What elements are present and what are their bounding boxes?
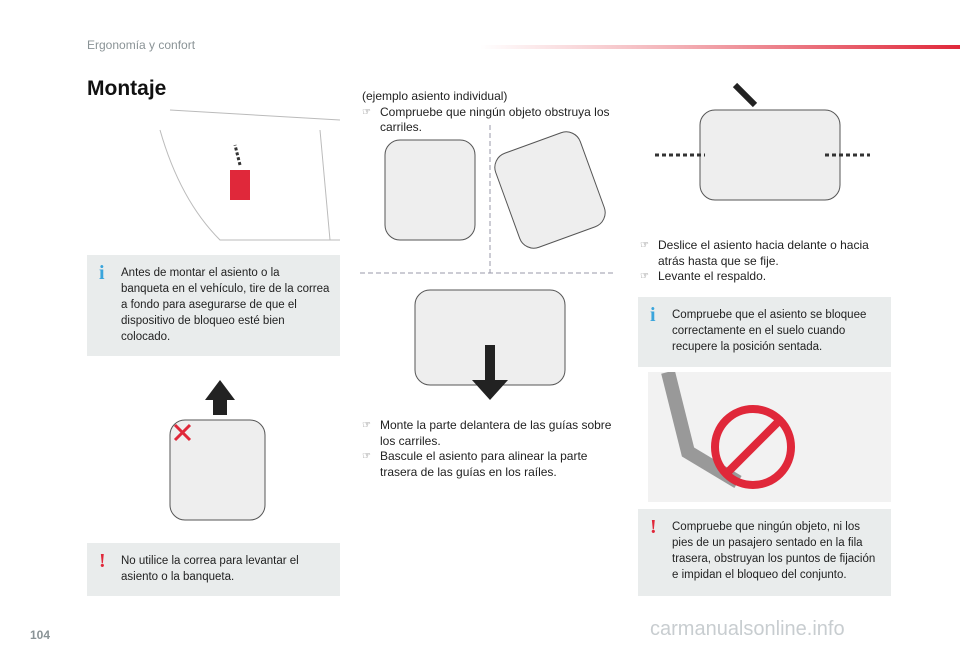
page-title: Montaje — [87, 77, 167, 100]
info-icon: i — [650, 304, 656, 326]
seat-lift-illustration — [169, 380, 266, 521]
seat-mounting-illustration — [360, 125, 615, 400]
list-item: ☞Deslice el asiento hacia delante o haci… — [640, 238, 869, 268]
watermark: carmanualsonline.info — [650, 618, 845, 640]
tilt-arrow-icon — [732, 82, 758, 108]
arrow-icon — [233, 144, 242, 166]
info-box: i Compruebe que el asiento se bloquee co… — [638, 297, 891, 367]
page-number: 104 — [30, 628, 51, 642]
info-box: i Antes de montar el asiento o la banque… — [87, 255, 340, 356]
seat-strap-illustration — [159, 109, 340, 241]
obstruction-illustration — [648, 372, 891, 502]
intro-block: (ejemplo asiento individual) ☞Compruebe … — [362, 89, 622, 136]
list-item: ☞Monte la parte delantera de las guías s… — [362, 418, 612, 448]
mount-instructions: ☞Monte la parte delantera de las guías s… — [362, 418, 622, 480]
list-item: ☞Bascule el asiento para alinear la part… — [362, 449, 588, 479]
warning-icon: ! — [650, 516, 657, 538]
info-icon: i — [99, 262, 105, 284]
up-arrow-icon — [205, 380, 235, 415]
cross-icon — [173, 423, 192, 442]
list-item: ☞Levante el respaldo. — [640, 269, 767, 283]
warning-box: ! No utilice la correa para levantar el … — [87, 543, 340, 596]
section-header: Ergonomía y confort — [87, 38, 196, 52]
header-rule — [480, 45, 960, 49]
slide-instructions: ☞Deslice el asiento hacia delante o haci… — [640, 238, 890, 285]
list-item: ☞Compruebe que ningún objeto obstruya lo… — [362, 104, 610, 135]
bullet-icon: ☞ — [362, 106, 371, 118]
warning-icon: ! — [99, 550, 106, 572]
strap-highlight — [230, 170, 250, 200]
prohibited-icon — [711, 405, 795, 489]
warning-box: ! Compruebe que ningún objeto, ni los pi… — [638, 509, 891, 596]
down-arrow-icon — [472, 345, 508, 400]
seat-slide-illustration — [655, 82, 870, 201]
